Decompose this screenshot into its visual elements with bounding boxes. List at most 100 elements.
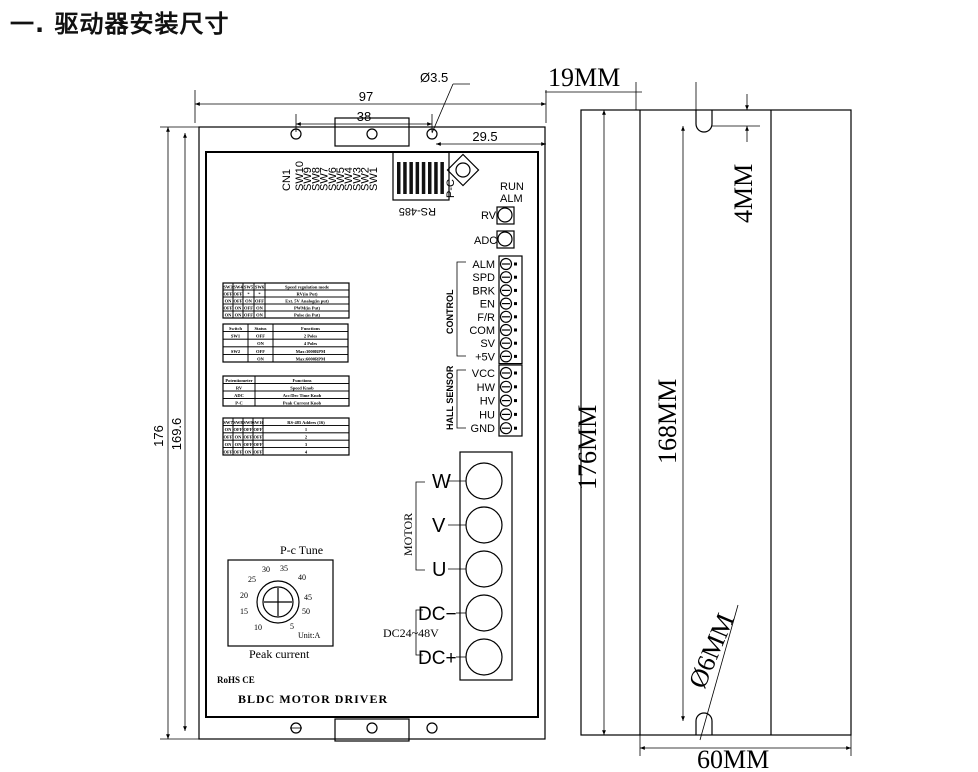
- control-pin-label: F/R: [477, 312, 495, 324]
- dial-scale-mark: 40: [298, 573, 306, 582]
- table-cell: OFF: [224, 291, 233, 296]
- table-cell: P-C: [235, 400, 243, 405]
- power-terminal-screw: [465, 462, 503, 500]
- table-header: Speed regulation mode: [285, 284, 329, 289]
- table-cell: ON: [225, 298, 233, 303]
- adc-pot-label: ADC: [474, 235, 497, 247]
- table-cell: OFF: [234, 427, 243, 432]
- rs485-pin: [403, 162, 407, 194]
- table-cell: ON: [225, 427, 233, 432]
- table-cell: *: [258, 291, 261, 296]
- dim-height-176: 176: [151, 425, 166, 447]
- table-cell: ON: [235, 435, 243, 440]
- switch-label: SW5: [335, 167, 347, 191]
- table-header: SW5: [244, 284, 254, 289]
- table-header: RS-485 Addres (16): [287, 420, 325, 425]
- table-cell: ON: [225, 442, 233, 447]
- hall-pin-label: GND: [471, 423, 496, 435]
- table-cell: 2 Poles: [304, 334, 318, 339]
- table-cell: ON: [245, 298, 253, 303]
- table-cell: ON: [235, 305, 243, 310]
- table-header: SW7: [223, 420, 233, 425]
- table-header: SW3: [223, 284, 233, 289]
- power-terminal-screw: [465, 550, 503, 588]
- control-pin-label: SV: [480, 338, 495, 350]
- table-cell: ON: [256, 305, 264, 310]
- dim-hole-diameter: Ø3.5: [420, 70, 448, 85]
- rs485-pin: [434, 162, 438, 194]
- table-header: SW9: [243, 420, 253, 425]
- dim-slot: 4MM: [729, 164, 758, 223]
- table-header: Switch: [229, 326, 242, 331]
- table-cell: ADC: [234, 393, 244, 398]
- hall-group-label: HALL SENSOR: [445, 365, 455, 430]
- dial-scale-mark: 5: [290, 622, 294, 631]
- product-name: BLDC MOTOR DRIVER: [238, 692, 388, 706]
- terminal-label: DC+: [418, 648, 457, 669]
- hall-pin: [499, 408, 513, 421]
- table-cell: 2: [305, 435, 308, 440]
- table-cell: RV: [236, 385, 243, 390]
- supply-voltage-label: DC24~48V: [383, 626, 439, 640]
- control-pin: [499, 297, 513, 310]
- motor-group-label: MOTOR: [401, 513, 415, 556]
- control-pin: [499, 284, 513, 297]
- table-cell: OFF: [234, 298, 243, 303]
- table-cell: ON: [257, 341, 265, 346]
- cn1-label: CN1: [281, 169, 293, 191]
- table-cell: OFF: [244, 442, 253, 447]
- table-header: SW4: [233, 284, 243, 289]
- dim-offset-29-5: 29.5: [472, 129, 497, 144]
- dial-scale-mark: 10: [254, 623, 262, 632]
- dim-top-width: 19MM: [548, 63, 620, 92]
- terminal-label: V: [432, 515, 446, 537]
- table-cell: RV(in Put): [297, 291, 318, 296]
- table-cell: Acc/Dec Time Knob: [283, 393, 322, 398]
- table-cell: SW2: [231, 349, 241, 354]
- control-pin-label: BRK: [472, 285, 495, 297]
- dial-title: P-c Tune: [280, 543, 323, 557]
- control-pin-label: EN: [480, 299, 495, 311]
- table-cell: ON: [245, 449, 253, 454]
- table-cell: Ext. 5V Analog(in put): [285, 298, 329, 303]
- table-cell: Pulse (in Put): [294, 312, 321, 317]
- alm-led-label: ALM: [500, 193, 523, 205]
- terminal-label: U: [432, 559, 446, 581]
- table-cell: ON: [257, 356, 265, 361]
- driver-front-view: [198, 117, 546, 742]
- switch-label: SW9: [302, 167, 314, 191]
- table-cell: ON: [256, 312, 264, 317]
- hall-pin: [499, 422, 513, 435]
- rs485-pin: [415, 162, 420, 194]
- rs485-pin: [409, 162, 413, 194]
- table-header: Functions: [292, 378, 311, 383]
- dial-scale-mark: 15: [240, 607, 248, 616]
- dial-caption: Peak current: [249, 647, 310, 661]
- control-pin: [499, 257, 513, 271]
- table-cell: OFF: [255, 298, 264, 303]
- rs485-pin: [440, 162, 444, 194]
- switch-label: SW1: [368, 167, 380, 191]
- control-pin: [499, 350, 513, 363]
- table-cell: ON: [225, 312, 233, 317]
- table-header: Status: [254, 326, 266, 331]
- hall-pin: [499, 380, 513, 393]
- rs485-pin: [421, 162, 426, 194]
- front-dimensions: 97 38 Ø3.5 29.5 176 169.6: [151, 70, 547, 740]
- switch-label: SW3: [351, 167, 363, 191]
- table-cell: OFF: [224, 449, 233, 454]
- table-cell: Max:3000RPM: [296, 349, 326, 354]
- switch-label: SW8: [310, 167, 322, 191]
- hall-pin-label: HV: [480, 396, 496, 408]
- rs485-pin: [397, 162, 401, 194]
- dial-scale-mark: 25: [248, 575, 256, 584]
- rs485-pin: [428, 162, 432, 194]
- table-cell: OFF: [254, 442, 263, 447]
- table-cell: Max:6000RPM: [296, 356, 326, 361]
- table-cell: OFF: [256, 349, 265, 354]
